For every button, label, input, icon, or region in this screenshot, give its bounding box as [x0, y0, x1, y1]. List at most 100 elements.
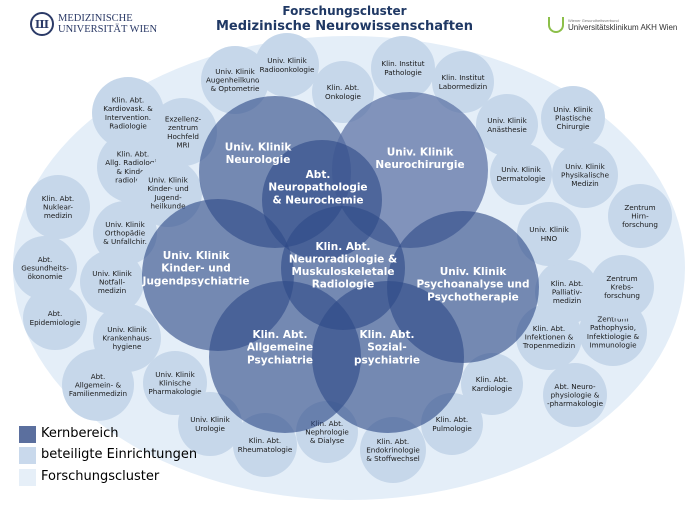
participating-unit-label-line: Rheumatologie: [238, 445, 293, 454]
participating-unit-label-line: Klin. Abt.: [551, 279, 583, 288]
participating-unit-label-line: Orthopädie: [105, 229, 146, 238]
participating-unit: Klin. Abt.Endokrinologie& Stoffwechsel: [360, 417, 426, 483]
participating-unit-label-line: Medizin: [571, 179, 599, 188]
participating-unit-label-line: MRI: [176, 140, 189, 149]
participating-unit-label-line: & Kinder-: [116, 167, 150, 176]
participating-unit-circle: [93, 201, 157, 265]
participating-unit-label-line: Univ. Klinik: [215, 67, 255, 76]
core-unit-label-line: Univ. Klinik: [163, 250, 231, 262]
participating-unit-label-line: -pharmakologie: [547, 399, 604, 408]
core-unit-label-line: Jugendpsychiatrie: [142, 275, 250, 287]
participating-unit-label-line: Klinische: [159, 379, 192, 388]
participating-unit: Abt. Neuro-physiologie &-pharmakologie: [543, 363, 607, 427]
participating-unit-label-line: Exzellenz-: [165, 115, 202, 124]
participating-unit-label-line: Univ. Klinik: [529, 225, 569, 234]
participating-unit-label-line: radiologie: [115, 175, 151, 184]
participating-unit-circle: [517, 202, 581, 266]
participating-unit-label-line: Klin. Abt.: [476, 375, 508, 384]
participating-unit-circle: [80, 250, 144, 314]
core-unit-label-line: Univ. Klinik: [440, 266, 508, 278]
participating-unit-circle: [13, 236, 77, 300]
participating-unit-label-line: physiologie &: [551, 391, 600, 400]
participating-unit: Klin. Abt.Kardiologie: [461, 353, 523, 415]
participating-unit-label-line: Zentrum: [606, 274, 637, 283]
participating-unit-label-line: Klin. Abt.: [42, 194, 74, 203]
participating-unit-label-line: Endokrinologie: [366, 446, 420, 455]
participating-unit-label-line: Zentrum: [624, 203, 655, 212]
title-line-1: Forschungscluster: [282, 4, 407, 18]
core-unit-label-line: Klin. Abt.: [359, 329, 414, 341]
participating-unit-label-line: Abt.: [91, 372, 106, 381]
participating-unit-label-line: Labormedizin: [439, 82, 488, 91]
legend-label-cluster: Forschungscluster: [41, 469, 160, 484]
logo-left-line2: UNIVERSITÄT WIEN: [58, 24, 158, 35]
participating-unit-label-line: Gesundheits-: [21, 264, 69, 273]
core-unit-label-line: Univ. Klinik: [225, 141, 293, 153]
core-unit-label-sozpsych: Klin. Abt.Sozial-psychiatrie: [354, 329, 420, 366]
participating-unit-label-line: Abt. Neuro-: [554, 382, 596, 391]
participating-unit-label-line: Palliativ-: [552, 288, 583, 297]
participating-unit-circle: [62, 349, 134, 421]
participating-unit-label-line: & Dialyse: [310, 436, 345, 445]
core-unit-label-line: psychiatrie: [354, 354, 420, 366]
participating-unit-label-line: Klin. Abt.: [311, 419, 343, 428]
participating-unit: Klin. Abt.Kardiovask. &Intervention.Radi…: [92, 77, 164, 149]
participating-unit-circle: [201, 46, 269, 114]
participating-unit-label-line: Radiologie: [109, 121, 147, 130]
participating-unit-label-line: Jugend-: [153, 193, 182, 202]
participating-unit-label-line: Univ. Klinik: [190, 415, 230, 424]
participating-unit-label-line: Klin. Abt.: [112, 96, 144, 105]
participating-unit-circle: [608, 184, 672, 248]
logo-akh-wien: Wiener Gesundheitsverbund Universitätskl…: [548, 17, 677, 33]
participating-unit-label-line: hygiene: [113, 342, 142, 351]
participating-unit-label-line: Intervention.: [105, 113, 151, 122]
participating-unit-label-line: Hochfeld: [167, 132, 199, 141]
participating-unit-label-line: Allgemein- &: [75, 381, 122, 390]
participating-unit-label-line: zentrum: [168, 123, 198, 132]
participating-unit-label-line: heilkunde: [150, 201, 186, 210]
mu-emblem-icon: Ш: [30, 12, 54, 36]
participating-unit-label-line: Notfall-: [99, 278, 126, 287]
participating-unit-label-line: Univ. Klinik: [105, 220, 145, 229]
core-unit-label-line: Neurologie: [226, 154, 291, 166]
core-unit-label-line: Klin. Abt.: [315, 241, 370, 253]
participating-unit-label-line: medizin: [98, 286, 126, 295]
core-unit-label-line: Abt.: [306, 169, 331, 181]
participating-unit-label-line: & Unfallchir.: [103, 237, 147, 246]
participating-unit-label-line: Klin. Abt.: [249, 436, 281, 445]
participating-unit-label-line: ökonomie: [27, 272, 63, 281]
participating-unit-circle: [543, 363, 607, 427]
legend-swatch-cluster: [19, 469, 36, 486]
participating-unit-label-line: Klin. Institut: [381, 59, 424, 68]
participating-unit-label-line: Epidemiologie: [30, 318, 81, 327]
participating-unit-circle: [255, 33, 319, 97]
participating-unit-label-line: Pharmakologie: [148, 387, 202, 396]
legend-label-core: Kernbereich: [41, 426, 119, 441]
participating-unit-label-line: Krebs-: [611, 283, 634, 292]
participating-unit-label-line: Familienmedizin: [69, 389, 127, 398]
participating-unit: Abt.Allgemein- &Familienmedizin: [62, 349, 134, 421]
participating-unit-circle: [149, 98, 217, 166]
participating-unit-label-line: Urologie: [195, 424, 225, 433]
participating-unit: Abt.Gesundheits-ökonomie: [13, 236, 77, 300]
core-unit-label-line: Radiologie: [312, 279, 375, 291]
participating-unit-label-line: Krankenhaus-: [102, 334, 152, 343]
participating-unit-label-line: Abt.: [38, 255, 53, 264]
participating-unit-label-line: Klin. Abt.: [533, 324, 565, 333]
participating-unit-circle: [26, 175, 90, 239]
core-unit-label-line: Neuropathologie: [268, 182, 367, 194]
participating-unit-circle: [490, 143, 552, 205]
core-unit-label-line: Klin. Abt.: [252, 329, 307, 341]
participating-unit-label-line: Kinder- und: [147, 184, 188, 193]
core-unit-label-line: Muskuloskeletale: [291, 266, 394, 278]
participating-unit-label-line: Nuklear-: [43, 203, 73, 212]
